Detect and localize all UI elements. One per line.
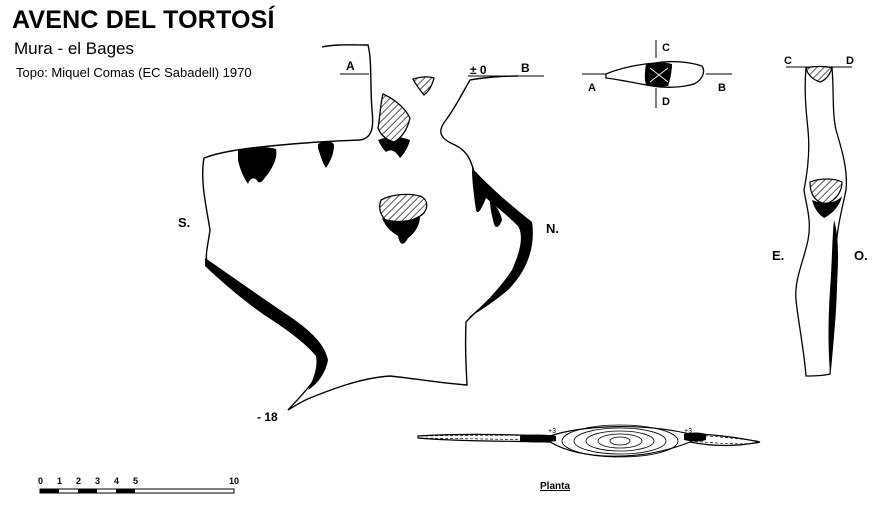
plan-view-label: Planta bbox=[540, 481, 571, 492]
south-label: S. bbox=[178, 215, 191, 230]
longitudinal-section-drawing bbox=[786, 65, 852, 377]
scale-tick-10: 10 bbox=[229, 476, 240, 486]
survey-title: AVENC DEL TORTOSÍ bbox=[12, 6, 275, 34]
cross-section-c-label: C bbox=[662, 42, 670, 54]
scale-tick-2: 2 bbox=[76, 476, 82, 486]
svg-text:+3: +3 bbox=[684, 428, 692, 435]
north-label: N. bbox=[546, 221, 559, 236]
east-label: E. bbox=[772, 248, 785, 263]
section-point-b-label: B bbox=[521, 61, 530, 75]
depth-label: - 18 bbox=[257, 410, 278, 424]
scale-tick-3: 3 bbox=[95, 476, 101, 486]
scale-tick-0: 0 bbox=[38, 476, 44, 486]
longitudinal-c-label: C bbox=[784, 55, 792, 67]
cross-section-d-label: D bbox=[662, 96, 670, 108]
section-point-a-label: A bbox=[346, 59, 355, 73]
scale-tick-1: 1 bbox=[57, 476, 63, 486]
cross-section-a-label: A bbox=[588, 82, 596, 94]
scale-tick-4: 4 bbox=[114, 476, 120, 486]
cross-section-b-label: B bbox=[718, 82, 726, 94]
svg-text:+3: +3 bbox=[548, 428, 556, 435]
scale-tick-5: 5 bbox=[133, 476, 139, 486]
plan-view-drawing: +3 +3 bbox=[417, 424, 761, 458]
zero-datum-label: ± 0 bbox=[470, 63, 487, 77]
west-label: O. bbox=[854, 248, 868, 263]
cross-section-drawing bbox=[582, 40, 732, 108]
survey-credit: Topo: Miquel Comas (EC Sabadell) 1970 bbox=[16, 65, 252, 80]
longitudinal-d-label: D bbox=[846, 55, 854, 67]
scale-bar bbox=[39, 488, 235, 494]
location-subtitle: Mura - el Bages bbox=[14, 39, 134, 58]
main-section bbox=[201, 44, 544, 411]
